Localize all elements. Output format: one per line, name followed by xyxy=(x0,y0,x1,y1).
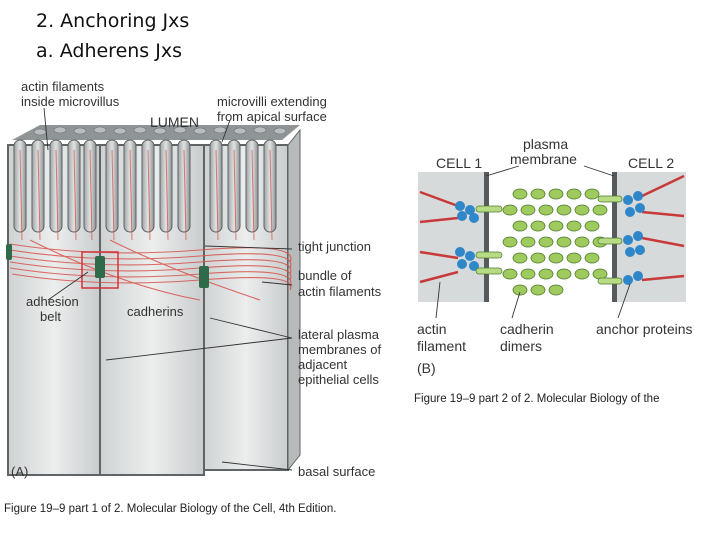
label-tight-junction: tight junction xyxy=(298,239,371,254)
label-actin-filament-line2: filament xyxy=(417,338,467,354)
cell-1-cytoplasm xyxy=(418,172,486,302)
label-cadherin-dimers-line1: cadherin xyxy=(500,321,554,337)
figure-b-leader-lines xyxy=(435,165,631,319)
label-actin-inside-microvillus-line1: actin filaments xyxy=(21,79,105,94)
label-adhesion-line2: belt xyxy=(40,309,61,324)
actin-bundle xyxy=(9,239,292,301)
microvilli-tips xyxy=(33,126,287,136)
label-plasma-membrane-line2: membrane xyxy=(510,151,577,167)
cell-1-membrane xyxy=(484,172,489,302)
figure-a-leader-lines xyxy=(43,107,293,471)
label-basal-surface: basal surface xyxy=(298,464,376,479)
adhesion-belt-highlight xyxy=(81,251,119,289)
label-cell-2: CELL 2 xyxy=(628,155,675,171)
cadherin-stalks xyxy=(475,195,623,285)
label-lateral-line4: epithelial cells xyxy=(298,372,379,387)
label-bundle-line1: bundle of xyxy=(298,268,352,283)
label-cadherins: cadherins xyxy=(127,304,184,319)
label-cadherin-dimers-line2: dimers xyxy=(500,338,543,354)
panel-letter-b: (B) xyxy=(417,360,436,376)
caption-figure-b: Figure 19–9 part 2 of 2. Molecular Biolo… xyxy=(414,393,660,405)
label-microvilli-line2: from apical surface xyxy=(217,109,327,124)
actin-filaments xyxy=(419,174,685,284)
caption-figure-a: Figure 19–9 part 1 of 2. Molecular Biolo… xyxy=(4,503,337,515)
label-lateral-line3: adjacent xyxy=(298,357,348,372)
slide-title-line-2: a. Adherens Jxs xyxy=(36,40,182,62)
cell-2-membrane xyxy=(612,172,617,302)
anchor-proteins xyxy=(455,191,645,285)
label-microvilli-line1: microvilli extending xyxy=(217,94,327,109)
panel-letter-a: (A) xyxy=(11,464,29,479)
label-plasma-membrane-line1: plasma xyxy=(523,136,569,152)
label-lumen: LUMEN xyxy=(150,114,200,130)
label-lateral-line2: membranes of xyxy=(298,342,382,357)
label-anchor-proteins: anchor proteins xyxy=(596,321,693,337)
label-actin-inside-microvillus-line2: inside microvillus xyxy=(21,94,120,109)
label-actin-filament-line1: actin xyxy=(417,321,447,337)
slide-title-line-1: 2. Anchoring Jxs xyxy=(36,10,190,32)
microvilli xyxy=(13,139,277,233)
label-adhesion-line1: adhesion xyxy=(26,294,79,309)
cadherin-dimers xyxy=(502,188,608,296)
cell-side-face xyxy=(287,128,301,472)
label-cell-1: CELL 1 xyxy=(436,155,483,171)
microvillus-actin xyxy=(19,149,273,241)
cadherin-junctions xyxy=(6,244,209,288)
label-lateral-line1: lateral plasma xyxy=(298,327,379,342)
label-bundle-line2: actin filaments xyxy=(298,284,382,299)
